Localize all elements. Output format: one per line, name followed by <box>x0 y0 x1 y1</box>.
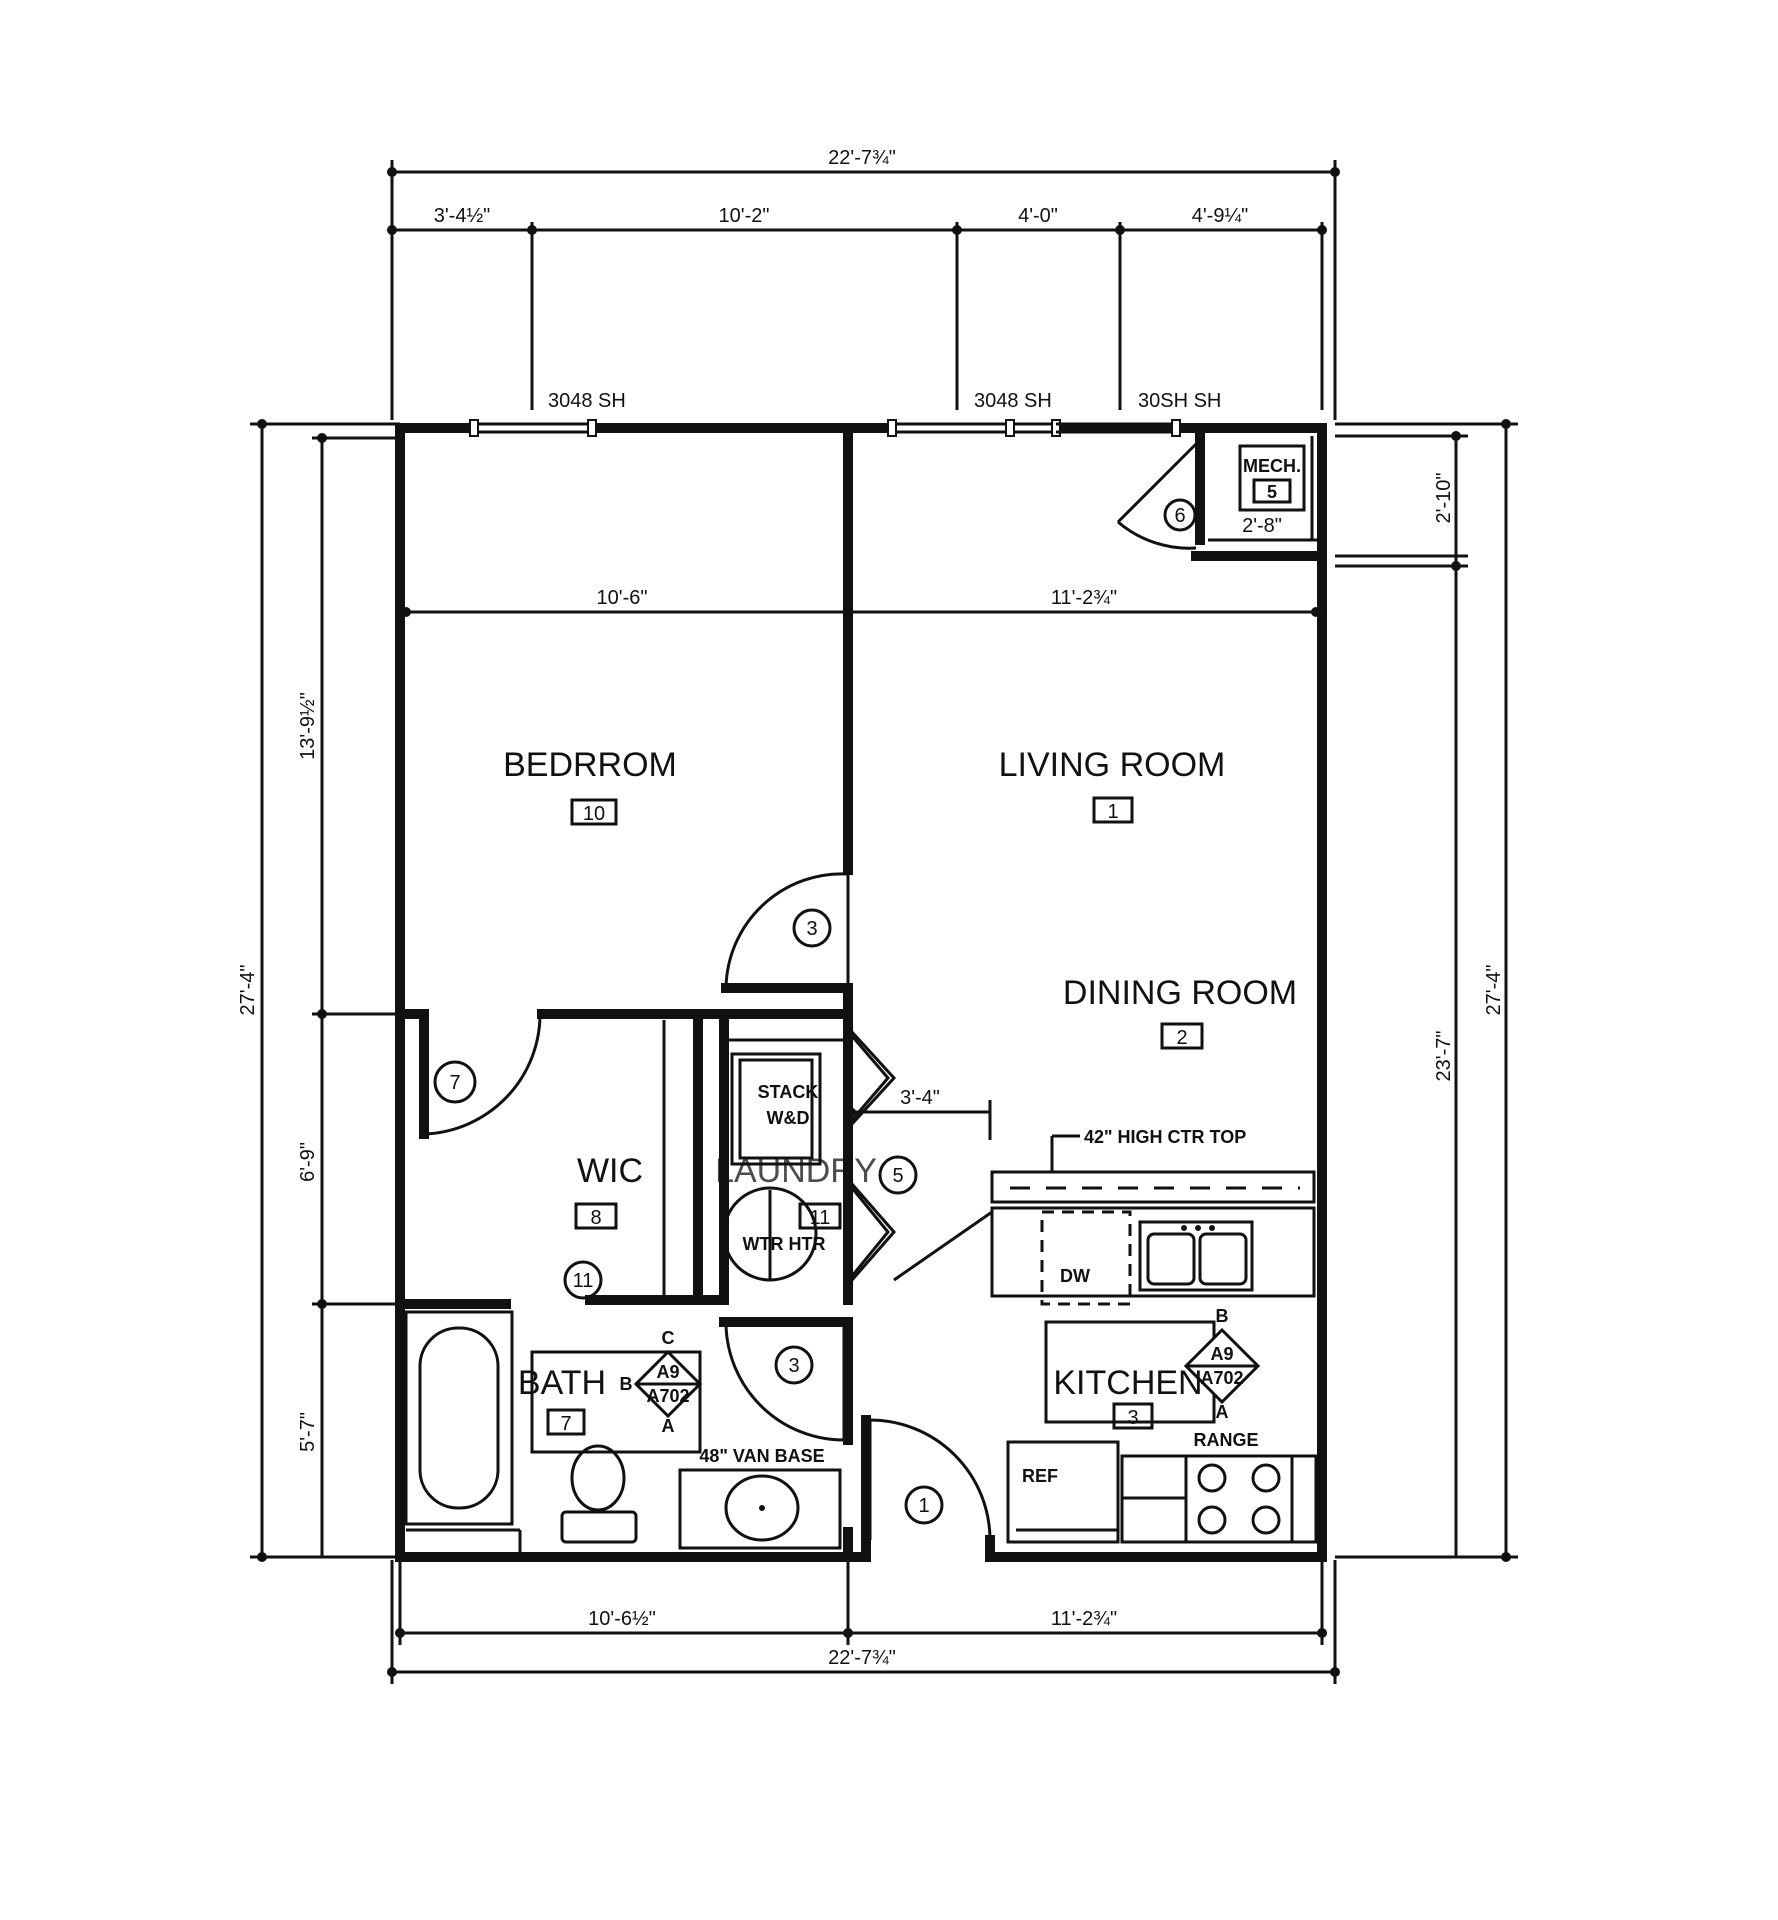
window-1 <box>469 419 597 437</box>
elev-kitchen-top: B <box>1216 1306 1229 1326</box>
bath-counter <box>530 1350 702 1454</box>
top-dimensions: 22'-7¾" 3'-4½" 10'-2" 4'-0" 4'-9¼" 3048 … <box>387 147 1340 420</box>
fixtures: STACK W&D WTR HTR 3'-4" 42" HIGH CTR TOP <box>404 444 1318 1552</box>
doors: 6 3 7 11 5 <box>422 442 1198 1541</box>
elevation-marker-kitchen: B A A9 A702 <box>1183 1306 1261 1422</box>
right-dimensions: 27'-4" 2'-10" 23'-7" <box>1335 419 1518 1562</box>
elevation-marker-bath: C B A A9 A702 <box>620 1328 703 1436</box>
van-base-label: 48" VAN BASE <box>699 1446 824 1466</box>
door-entry: 1 <box>868 1418 992 1541</box>
stack-label: STACK <box>758 1082 819 1102</box>
door-entry-tag: 1 <box>918 1495 929 1517</box>
window-label-3: 30SH SH <box>1138 390 1221 412</box>
dim-left-upper: 13'-9½" <box>297 692 319 760</box>
window-label-1: 3048 SH <box>548 390 626 412</box>
water-heater: WTR HTR <box>722 1186 826 1282</box>
window-3 <box>1056 419 1181 437</box>
door-laundry: 5 <box>850 1030 918 1281</box>
dim-right-overall: 27'-4" <box>1483 965 1505 1016</box>
dim-left-mid: 6'-9" <box>297 1142 319 1182</box>
door-laundry-tag: 5 <box>892 1165 903 1187</box>
door-wic2-tag: 11 <box>573 1270 594 1292</box>
door-bedroom-tag: 3 <box>806 918 817 940</box>
elev-kitchen-sheet: A702 <box>1200 1368 1243 1388</box>
room-labels: BEDRROM 10 LIVING ROOM 1 DINING ROOM 2 W… <box>503 746 1297 1436</box>
door-bath-tag: 3 <box>788 1355 799 1377</box>
exterior-walls <box>395 419 1327 1562</box>
laundry-num: 11 <box>810 1207 831 1229</box>
wic-name: WIC <box>577 1152 643 1190</box>
dim-bottom-left: 10'-6½" <box>588 1608 656 1630</box>
elev-bath-sheet: A702 <box>646 1386 689 1406</box>
dim-overall-bottom: 22'-7¾" <box>828 1647 896 1669</box>
elev-bath-left: B <box>620 1374 633 1394</box>
range-label: RANGE <box>1193 1430 1258 1450</box>
refrigerator: REF <box>1006 1440 1120 1544</box>
door-wic-bifold: 11 <box>563 1020 698 1304</box>
wd-label: W&D <box>767 1108 810 1128</box>
dim-right-mech: 2'-10" <box>1433 473 1455 524</box>
kitchen-num: 3 <box>1127 1407 1138 1429</box>
room-width-dims: 10'-6" 11'-2¾" <box>401 587 1321 617</box>
range: RANGE <box>1120 1430 1318 1544</box>
elev-kitchen-ref: A9 <box>1210 1344 1233 1364</box>
elev-bath-bottom: A <box>662 1416 675 1436</box>
toilet <box>560 1444 638 1544</box>
dining-num: 2 <box>1176 1027 1187 1049</box>
dim-right-main: 23'-7" <box>1433 1031 1455 1082</box>
elev-kitchen-bottom: A <box>1216 1402 1229 1422</box>
dim-seg4: 4'-9¼" <box>1192 205 1249 227</box>
dim-laundry: 3'-4" <box>900 1087 940 1109</box>
kitchen-name: KITCHEN <box>1053 1364 1202 1402</box>
dining-name: DINING ROOM <box>1063 974 1297 1012</box>
dim-bedroom-width: 10'-6" <box>597 587 648 609</box>
laundry-name: LAUNDRY <box>715 1152 877 1190</box>
vanity: 48" VAN BASE <box>678 1446 842 1550</box>
bedroom-num: 10 <box>583 803 605 825</box>
mech-name: MECH. <box>1243 456 1301 476</box>
dim-seg3: 4'-0" <box>1018 205 1058 227</box>
door-mech-tag: 6 <box>1174 505 1185 527</box>
mech-unit: MECH. 5 2'-8" <box>1238 444 1306 537</box>
stack-washer-dryer: STACK W&D <box>722 1038 848 1180</box>
kitchen-counter: 42" HIGH CTR TOP DW <box>893 1127 1316 1306</box>
dim-mech-width: 2'-8" <box>1242 515 1282 537</box>
left-dimensions: 27'-4" 13'-9½" 6'-9" 5'-7" <box>237 419 420 1562</box>
bath-num: 7 <box>560 1413 571 1435</box>
bottom-dimensions: 10'-6½" 11'-2¾" 22'-7¾" <box>387 1560 1340 1684</box>
dim-overall-top: 22'-7¾" <box>828 147 896 169</box>
laundry-dim: 3'-4" <box>848 1087 992 1140</box>
living-num: 1 <box>1107 801 1118 823</box>
elev-bath-top: C <box>662 1328 675 1348</box>
ref-label: REF <box>1022 1466 1058 1486</box>
window-label-2: 3048 SH <box>974 390 1052 412</box>
dim-seg2: 10'-2" <box>719 205 770 227</box>
dw-label: DW <box>1060 1266 1090 1286</box>
window-2 <box>887 419 1061 437</box>
bedroom-name: BEDRROM <box>503 746 677 784</box>
elev-bath-ref: A9 <box>656 1362 679 1382</box>
wtr-htr-label: WTR HTR <box>743 1234 826 1254</box>
door-bedroom: 3 <box>724 872 850 989</box>
door-wic: 7 <box>422 1013 542 1136</box>
bathtub <box>404 1310 522 1552</box>
ctr-top-label: 42" HIGH CTR TOP <box>1084 1127 1246 1147</box>
door-bath: 3 <box>724 1323 846 1442</box>
wic-num: 8 <box>590 1207 601 1229</box>
dim-living-width: 11'-2¾" <box>1051 587 1117 609</box>
door-mech: 6 <box>1116 442 1198 550</box>
living-name: LIVING ROOM <box>999 746 1226 784</box>
bath-name: BATH <box>518 1364 606 1402</box>
dim-left-lower: 5'-7" <box>297 1412 319 1452</box>
door-wic-tag: 7 <box>449 1072 460 1094</box>
dim-seg1: 3'-4½" <box>434 205 491 227</box>
mech-num: 5 <box>1267 482 1277 502</box>
dim-bottom-right: 11'-2¾" <box>1051 1608 1117 1630</box>
dim-left-overall: 27'-4" <box>237 965 259 1016</box>
